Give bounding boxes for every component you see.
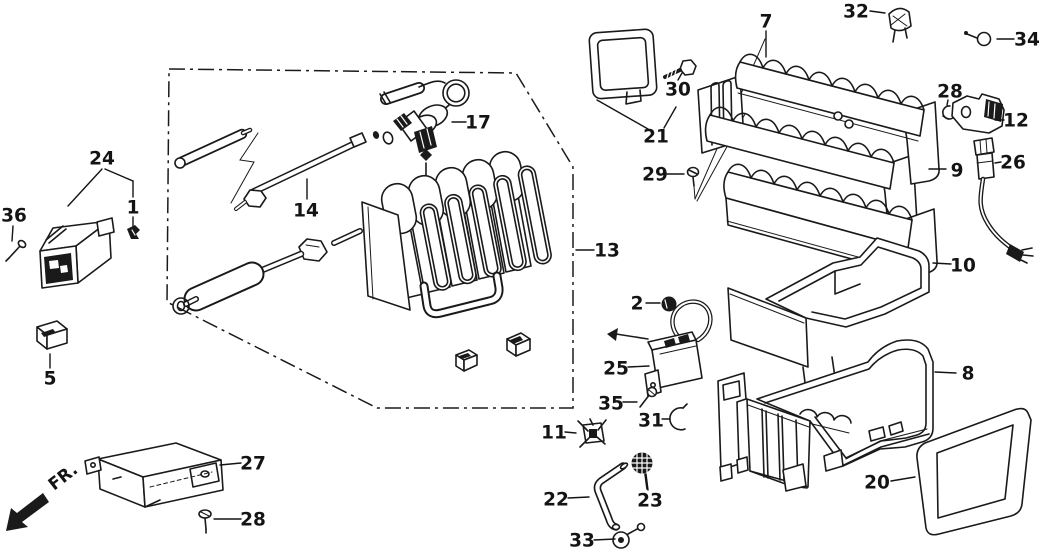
connector-26-drawing (973, 137, 1034, 264)
callout-22: 22 (543, 490, 569, 511)
callout-9: 9 (951, 161, 964, 182)
callout-17: 17 (465, 113, 491, 134)
screw-36-drawing (5, 239, 27, 262)
callout-35: 35 (598, 394, 624, 415)
callout-21: 21 (643, 127, 669, 148)
callout-20: 20 (864, 473, 890, 494)
pin-34-drawing (964, 31, 992, 47)
callout-7: 7 (760, 12, 773, 33)
callout-30: 30 (665, 80, 691, 101)
clip-28-drawing (942, 105, 955, 120)
seal-plate-drawing (588, 28, 658, 105)
callout-33: 33 (569, 531, 595, 552)
callout-leader-20 (890, 476, 916, 482)
screw-28-left-drawing (198, 509, 212, 534)
bracket-12-drawing (951, 93, 1005, 134)
callout-27: 27 (240, 454, 266, 475)
callout-12: 12 (1003, 111, 1029, 132)
case-8-drawing (717, 339, 934, 492)
callout-leader-32 (869, 10, 886, 14)
callout-leader-36 (11, 225, 14, 242)
clip-31-drawing (669, 403, 688, 431)
callout-34: 34 (1014, 30, 1040, 51)
callout-leader-11 (564, 431, 577, 434)
callout-leader-30 (677, 72, 683, 81)
callout-leader-21 (596, 99, 649, 130)
clip-32-drawing (888, 7, 912, 43)
core-end-plate (361, 201, 411, 311)
grommet-23-drawing (631, 452, 653, 490)
callout-leader-23 (645, 473, 649, 491)
callout-leader-28-right (946, 99, 949, 106)
callout-36: 36 (1, 206, 27, 227)
clamp-11-drawing (577, 418, 607, 448)
callout-leader-27 (219, 462, 242, 466)
callout-leader-24 (104, 168, 134, 182)
callout-28-left: 28 (240, 510, 266, 531)
callout-leader-25 (627, 365, 650, 368)
fr-arrow (6, 493, 49, 531)
case-10-drawing (727, 237, 930, 399)
mount-5-drawing (36, 320, 68, 350)
callout-leader-33 (593, 538, 616, 541)
callout-23: 23 (637, 491, 663, 512)
screw-35-drawing (639, 386, 658, 408)
receiver-tube-drawing (174, 127, 259, 204)
break-zigzag (230, 132, 259, 204)
control-unit-27-drawing (84, 442, 224, 508)
callout-leader-24 (67, 168, 103, 207)
suction-pipe-drawing (172, 228, 363, 315)
hose-14-drawing (234, 131, 394, 211)
callout-24: 24 (89, 149, 115, 170)
evaporator-core-drawing (361, 150, 552, 372)
thermostat-25-drawing (607, 299, 713, 397)
cover-scallops-front (739, 53, 925, 111)
callout-2: 2 (631, 294, 644, 315)
callout-leader-26 (994, 161, 1002, 164)
callout-32: 32 (843, 2, 869, 23)
eyelet-33-drawing (612, 522, 646, 549)
case8-hook-bracket (717, 372, 747, 471)
callout-5: 5 (44, 369, 57, 390)
gasket-drawing (916, 407, 1032, 536)
fr-label: FR. (45, 460, 82, 495)
clip-1-drawing (127, 225, 140, 239)
core-mount-cushions (455, 332, 531, 372)
upper-cover-drawing (697, 53, 940, 238)
assembly-boundary (166, 68, 574, 409)
callout-leader-8 (934, 371, 957, 374)
bolt-30-drawing (663, 59, 697, 79)
cover-scallops-rear (709, 106, 895, 164)
valve-pointer-diamond (420, 149, 432, 161)
hose-22-drawing (593, 462, 629, 531)
case9-scallops (727, 163, 913, 221)
callout-28-right: 28 (937, 82, 963, 103)
callout-leader-22 (567, 496, 590, 499)
callout-14: 14 (293, 201, 319, 222)
relay-24-drawing (39, 217, 115, 289)
callout-1: 1 (127, 198, 140, 219)
callout-13: 13 (594, 241, 620, 262)
callout-26: 26 (1000, 153, 1026, 174)
callout-25: 25 (603, 359, 629, 380)
callout-11: 11 (541, 423, 567, 444)
core-hairpin-loops (419, 165, 552, 291)
callout-29: 29 (642, 165, 668, 186)
callout-leader-21 (663, 106, 677, 129)
expansion-valve-drawing (379, 79, 470, 185)
callout-31: 31 (638, 411, 664, 432)
grommet-2-drawing (661, 296, 677, 312)
callout-10: 10 (950, 256, 976, 277)
callout-leader-10 (932, 262, 952, 265)
callout-8: 8 (962, 364, 975, 385)
